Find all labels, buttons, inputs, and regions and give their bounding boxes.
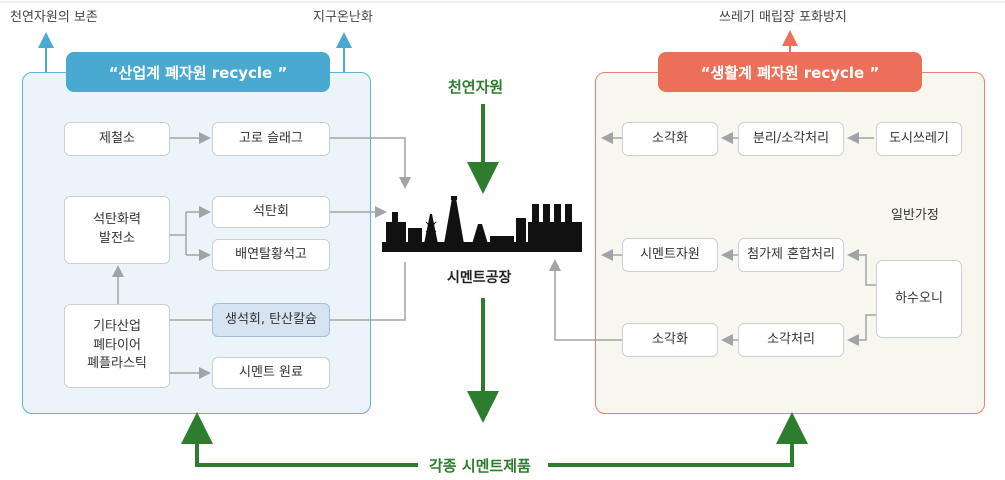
box-sewage-sludge: 하수오니 (876, 260, 962, 338)
cement-factory-icon (382, 196, 582, 252)
box-city-waste: 도시쓰레기 (876, 122, 962, 156)
box-incineration-ash-2: 소각화 (622, 323, 718, 357)
box-additive-mixing: 첨가제 혼합처리 (738, 238, 844, 272)
industrial-recycle-title: “산업계 폐자원 recycle ” (66, 52, 330, 92)
cement-products-label: 각종 시멘트제품 (425, 455, 535, 476)
natural-resources-label: 천연자원 (448, 78, 504, 96)
box-separation-incineration: 분리/소각처리 (738, 122, 844, 156)
top-label-resource-preservation: 천연자원의 보존 (10, 10, 98, 25)
box-cement-raw-material: 시멘트 원료 (212, 357, 330, 389)
household-label: 일반가정 (891, 208, 939, 223)
top-label-global-warming: 지구온난화 (313, 10, 373, 25)
box-coal-ash: 석탄회 (212, 196, 330, 228)
box-blast-furnace-slag: 고로 슬래그 (212, 122, 330, 156)
box-other-industries: 기타산업 폐타이어 폐플라스틱 (64, 304, 170, 388)
box-flue-gas-gypsum: 배연탈황석고 (212, 239, 330, 271)
box-quicklime-calcium-carbonate: 생석회, 탄산칼슘 (212, 303, 330, 337)
box-incineration-process: 소각처리 (738, 323, 844, 357)
box-cement-resource: 시멘트자원 (622, 238, 718, 272)
box-incineration-ash-1: 소각화 (622, 122, 718, 156)
box-coal-power-plant: 석탄화력 발전소 (64, 196, 170, 264)
household-recycle-title: “생활계 폐자원 recycle ” (658, 52, 922, 92)
cement-factory-label: 시멘트공장 (447, 270, 512, 286)
box-steel-mill: 제철소 (64, 122, 170, 156)
top-label-landfill: 쓰레기 매립장 포화방지 (719, 10, 847, 25)
